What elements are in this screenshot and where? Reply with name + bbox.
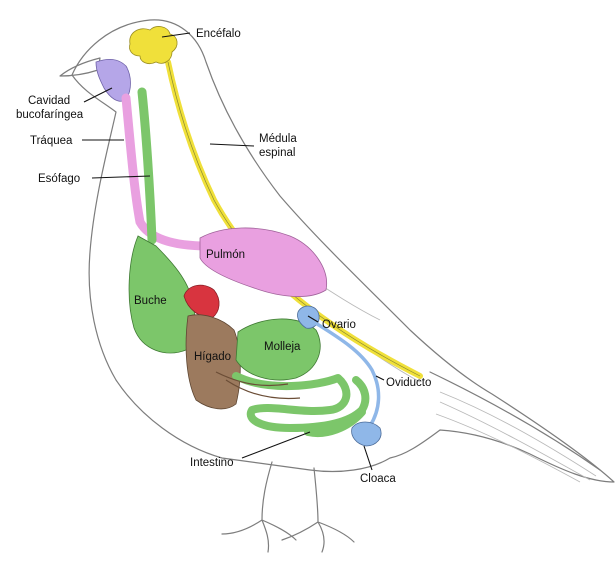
label-oviduct: Oviducto (386, 377, 431, 389)
label-cloaca: Cloaca (360, 473, 396, 485)
labels: Encéfalo Cavidad bucofaríngea Médula esp… (16, 28, 431, 485)
lung (200, 228, 327, 297)
label-spinal-line1: Médula (259, 133, 297, 145)
leader-intestine (242, 432, 310, 458)
label-spinal-line2: espinal (259, 147, 295, 159)
leg-right (282, 468, 354, 552)
label-liver: Hígado (194, 351, 231, 363)
brain (129, 27, 177, 64)
label-trachea: Tráquea (30, 135, 73, 147)
label-crop: Buche (134, 295, 167, 307)
label-mouth-line1: Cavidad (28, 95, 70, 107)
leader-spinal (210, 144, 254, 146)
label-intestine: Intestino (190, 457, 233, 469)
label-mouth-line2: bucofaríngea (16, 109, 84, 121)
tail-feather-1 (440, 392, 596, 476)
tail-feather-2 (440, 402, 590, 480)
trachea (126, 98, 208, 246)
label-brain: Encéfalo (196, 28, 241, 40)
leader-cloaca (364, 446, 372, 470)
label-lung: Pulmón (206, 249, 245, 261)
cloaca (352, 422, 381, 446)
label-ovary: Ovario (322, 319, 356, 331)
label-esophagus: Esófago (38, 173, 80, 185)
label-gizzard: Molleja (264, 341, 301, 353)
